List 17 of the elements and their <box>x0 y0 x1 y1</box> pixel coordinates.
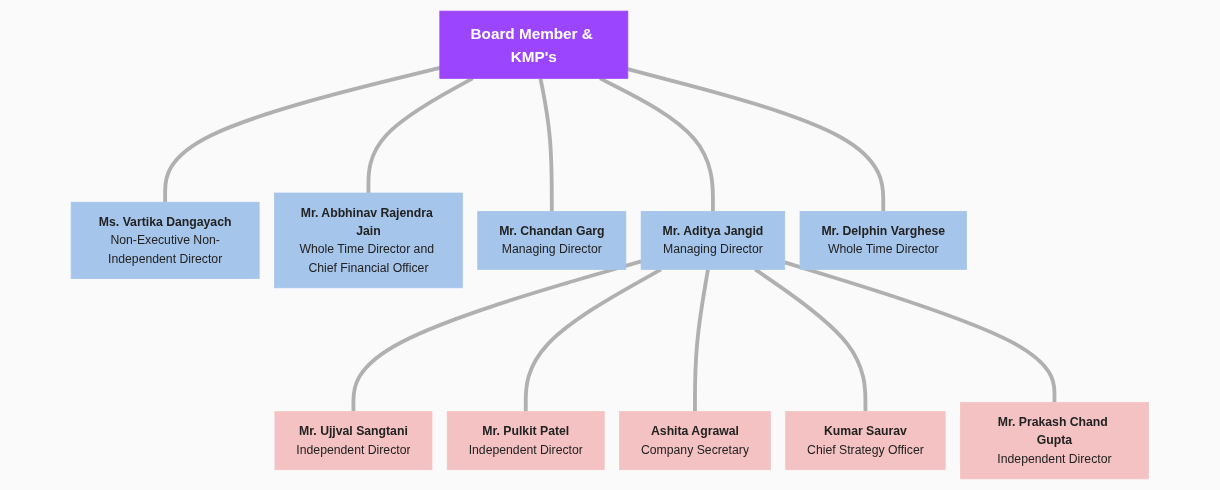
connector <box>784 260 1057 403</box>
node-box: Mr. Chandan Garg Managing Director <box>477 211 627 270</box>
node-box: Ms. Vartika Dangayach Non-Executive Non-Independent Director <box>70 201 260 279</box>
connector <box>693 269 711 412</box>
node-box: Mr. Aditya Jangid Managing Director <box>640 211 786 270</box>
connector <box>351 259 642 412</box>
node-box: Board Member & KMP's <box>439 10 629 79</box>
node-box: Kumar Saurav Chief Strategy Officer <box>785 411 946 471</box>
connector <box>163 66 441 203</box>
connector <box>538 78 554 212</box>
node-box: Mr. Delphin Varghese Whole Time Director <box>799 211 968 270</box>
connector <box>627 67 886 212</box>
node-box: Mr. Pulkit Patel Independent Director <box>447 411 605 471</box>
node-box: Mr. Abbhinav Rajendra Jain Whole Time Director and Chief Financial Officer <box>274 192 464 289</box>
node-box: Mr. Prakash Chand Gupta Independent Director <box>960 402 1150 480</box>
node-box: Ashita Agrawal Company Secretary <box>619 411 771 471</box>
node-box: Mr. Ujjval Sangtani Independent Director <box>274 411 433 471</box>
